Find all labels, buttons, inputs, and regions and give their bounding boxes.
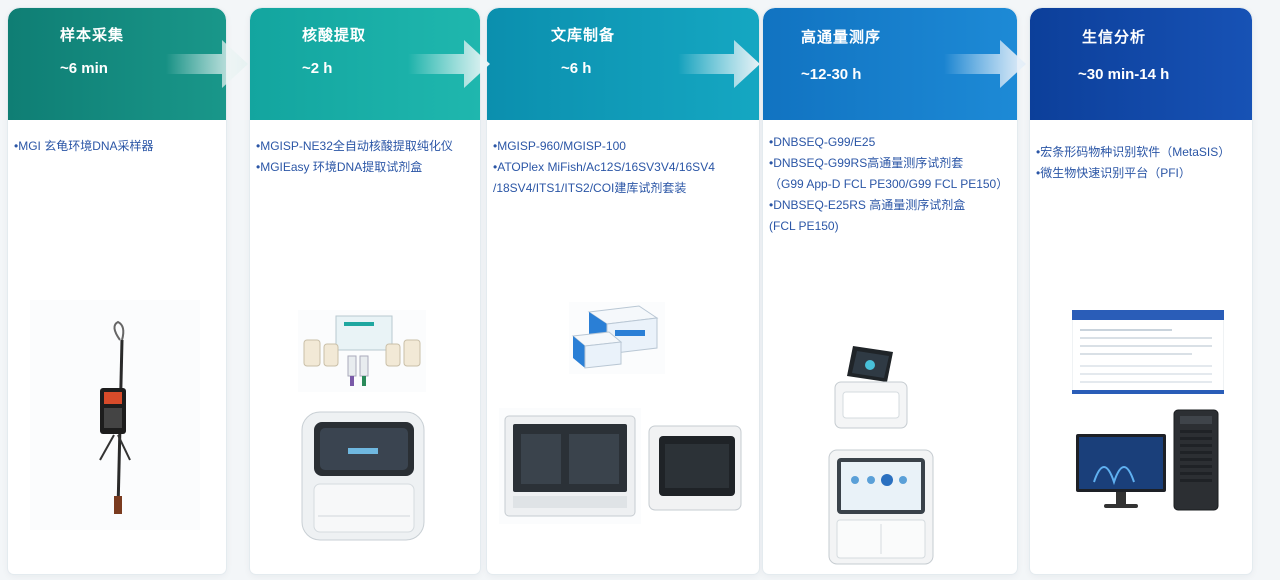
step-item: /18SV4/ITS1/ITS2/COI建库试剂套装 <box>493 181 687 195</box>
step-item: •ATOPlex MiFish/Ac12S/16SV3V4/16SV4 <box>493 160 715 174</box>
step-item: （G99 App-D FCL PE300/G99 FCL PE150） <box>769 177 1009 191</box>
step-title: 样本采集 <box>60 27 125 44</box>
library-prep-kit-image <box>569 302 665 374</box>
step-item: •MGISP-960/MGISP-100 <box>493 139 626 153</box>
workstation-tower-image <box>1173 409 1219 511</box>
step-title: 核酸提取 <box>302 27 367 44</box>
step-column-1: 样本采集 ~6 min •MGI 玄龟环境DNA采样器 <box>8 8 226 574</box>
flow-arrow-3 <box>678 40 760 88</box>
step-item: •宏条形码物种识别软件（MetaSIS） <box>1036 145 1231 159</box>
step-column-2: 核酸提取 ~2 h •MGISP-NE32全自动核酸提取纯化仪 •MGIEasy… <box>250 8 480 574</box>
step-item-list: •MGISP-960/MGISP-100 •ATOPlex MiFish/Ac1… <box>493 136 753 199</box>
step-header: 生信分析 ~30 min-14 h <box>1030 8 1252 120</box>
step-item: •DNBSEQ-E25RS 高通量测序试剂盒 <box>769 198 966 212</box>
step-item: •微生物快速识别平台（PFI） <box>1036 166 1191 180</box>
step-title: 文库制备 <box>551 27 616 44</box>
dnbseq-g99-image <box>828 449 934 565</box>
step-item-list: •MGISP-NE32全自动核酸提取纯化仪 •MGIEasy 环境DNA提取试剂… <box>256 136 474 178</box>
step-item: •DNBSEQ-G99/E25 <box>769 135 876 149</box>
step-item: •DNBSEQ-G99RS高通量测序试剂套 <box>769 156 964 170</box>
workstation-monitor-image <box>1076 434 1166 508</box>
step-item-list: •宏条形码物种识别软件（MetaSIS） •微生物快速识别平台（PFI） <box>1036 142 1246 184</box>
step-item-list: •DNBSEQ-G99/E25 •DNBSEQ-G99RS高通量测序试剂套 （G… <box>769 132 1011 237</box>
step-column-4: 高通量测序 ~12-30 h •DNBSEQ-G99/E25 •DNBSEQ-G… <box>763 8 1017 574</box>
software-report-image <box>1072 310 1224 394</box>
flow-arrow-1 <box>166 40 248 88</box>
mgisp-960-image <box>499 408 641 524</box>
step-duration: ~2 h <box>302 60 333 77</box>
mgisp-100-image <box>648 425 742 511</box>
step-column-5: 生信分析 ~30 min-14 h •宏条形码物种识别软件（MetaSIS） •… <box>1030 8 1252 574</box>
edna-sampler-image <box>30 300 200 530</box>
step-item: •MGIEasy 环境DNA提取试剂盒 <box>256 160 423 174</box>
flow-arrow-4 <box>944 40 1026 88</box>
flow-arrow-2 <box>408 40 490 88</box>
step-duration: ~30 min-14 h <box>1078 66 1170 83</box>
step-item: •MGI 玄龟环境DNA采样器 <box>14 139 154 153</box>
step-column-3: 文库制备 ~6 h •MGISP-960/MGISP-100 •ATOPlex … <box>487 8 759 574</box>
step-item: •MGISP-NE32全自动核酸提取纯化仪 <box>256 139 453 153</box>
dnbseq-e25-image <box>834 346 908 429</box>
step-item-list: •MGI 玄龟环境DNA采样器 <box>14 136 220 157</box>
step-duration: ~6 min <box>60 60 108 77</box>
step-duration: ~12-30 h <box>801 66 862 83</box>
step-title: 高通量测序 <box>801 29 882 46</box>
step-item: (FCL PE150) <box>769 219 839 233</box>
step-duration: ~6 h <box>561 60 592 77</box>
extraction-instrument-image <box>301 411 425 541</box>
extraction-kit-image <box>298 310 426 392</box>
step-title: 生信分析 <box>1082 29 1147 46</box>
